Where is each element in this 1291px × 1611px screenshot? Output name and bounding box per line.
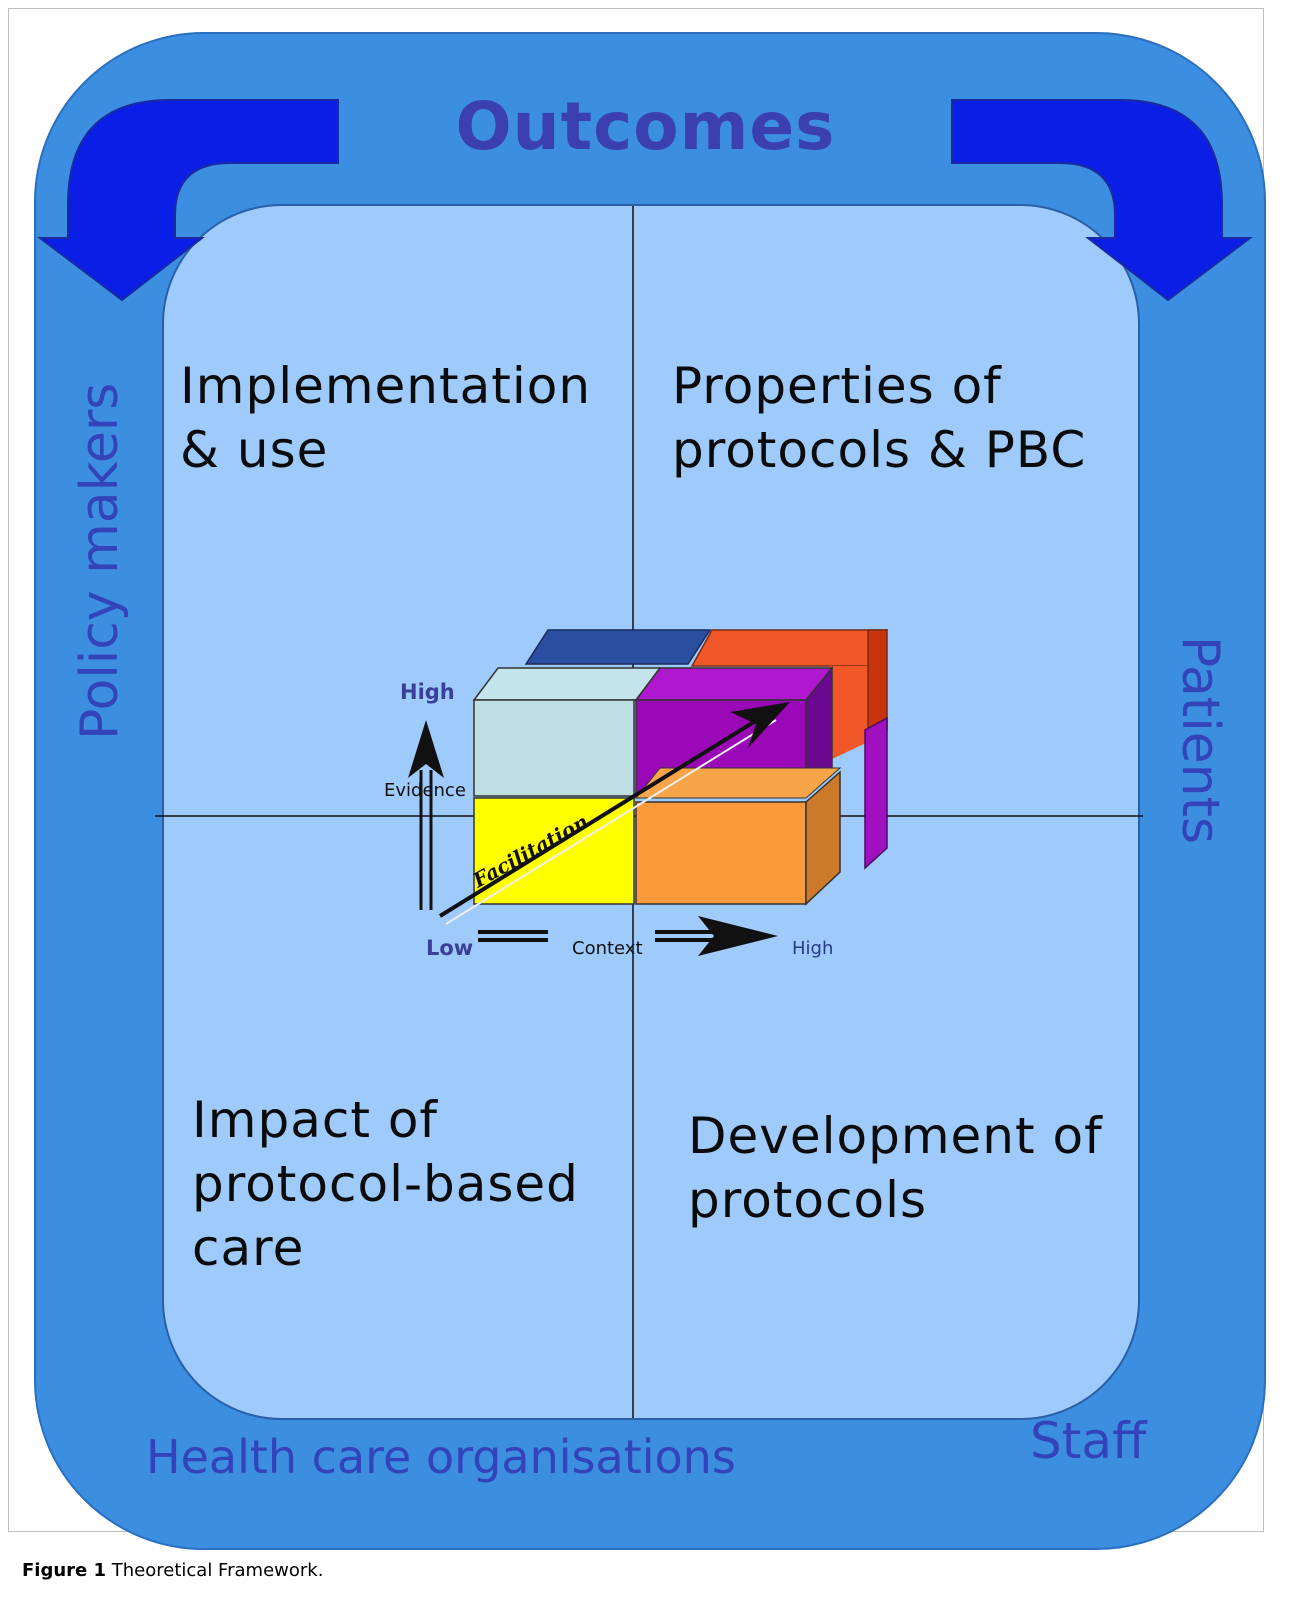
lightblue-cube-top [472, 667, 662, 701]
quadrant-bottom-left-line2: protocol-based [192, 1155, 579, 1213]
facilitation-arrow-line-a [438, 710, 772, 918]
right-purple-side [864, 716, 888, 870]
quadrant-bottom-right: Development of protocols [688, 1104, 1103, 1232]
caption-text: Theoretical Framework. [111, 1560, 324, 1581]
context-high-label: High [792, 938, 834, 959]
evidence-arrowhead [408, 720, 444, 778]
quadrant-top-right: Properties of protocols & PBC [672, 354, 1086, 482]
quadrant-top-left: Implementation & use [180, 354, 591, 482]
context-arrowhead [698, 916, 778, 956]
policy-makers-label: Policy makers [70, 382, 130, 740]
back-navy-tile [524, 629, 712, 665]
context-label: Context [572, 938, 643, 959]
health-care-organisations-label: Health care organisations [146, 1430, 736, 1484]
back-red-front [830, 666, 868, 760]
staff-label: Staff [1030, 1412, 1147, 1470]
patients-label: Patients [1170, 635, 1230, 845]
quadrant-bottom-left-line1: Impact of [192, 1091, 439, 1149]
purple-cube-top [634, 667, 834, 701]
caption-label: Figure 1 [22, 1560, 107, 1581]
quadrant-top-right-line2: protocols & PBC [672, 421, 1087, 479]
quadrant-bottom-right-line1: Development of [688, 1107, 1103, 1165]
left-curved-arrow [37, 99, 339, 302]
quadrant-bottom-right-line2: protocols [688, 1171, 928, 1229]
evidence-label: Evidence [384, 780, 466, 801]
figure-caption: Figure 1 Theoretical Framework. [22, 1560, 323, 1581]
quadrant-bottom-left-line3: care [192, 1219, 305, 1277]
context-low-label: Low [426, 936, 474, 960]
quadrant-bottom-left: Impact of protocol-based care [192, 1088, 579, 1280]
yellow-cube-front [473, 797, 635, 905]
back-red-top [690, 629, 889, 667]
quadrant-top-left-line2: & use [180, 421, 329, 479]
facilitation-arrow-line-b [445, 719, 777, 925]
quadrant-top-left-line1: Implementation [180, 357, 592, 415]
orange-cube-front [635, 801, 807, 905]
orange-cube-side [805, 770, 841, 906]
evidence-high-label: High [400, 680, 455, 704]
right-curved-arrow [951, 99, 1253, 302]
facilitation-arrowhead [730, 702, 790, 748]
lightblue-cube-front [473, 699, 635, 797]
orange-cube-top [634, 767, 842, 799]
outcomes-title: Outcomes [455, 88, 836, 165]
quadrant-top-right-line1: Properties of [672, 357, 1002, 415]
